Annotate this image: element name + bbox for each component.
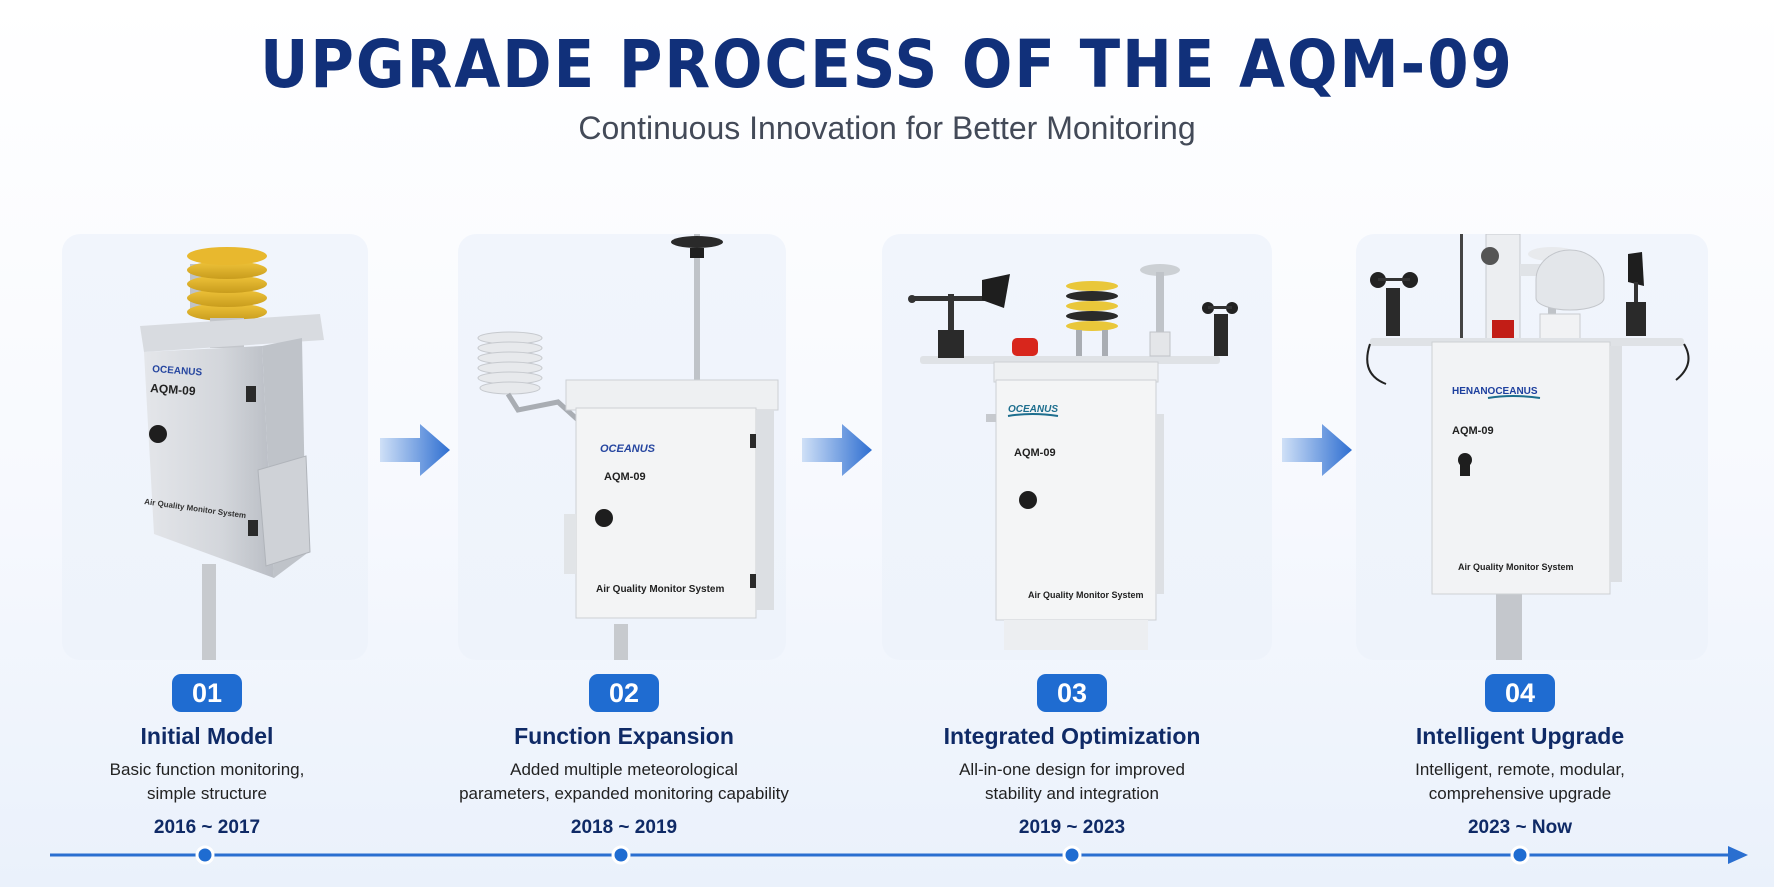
step-1: 01 Initial Model Basic function monitori… [0,674,417,840]
device-image-intelligent-upgrade: HENANOCEANUS AQM-09 Air Quality Monitor … [1366,234,1690,660]
device-label-4: Air Quality Monitor System [1458,562,1574,572]
device-model-4: AQM-09 [1452,425,1494,437]
anemometer-icon [1370,272,1418,336]
step-description: Basic function monitoring, simple struct… [109,760,305,803]
rain-gauge-icon [1140,264,1180,357]
device-brand-4: HENANOCEANUS [1452,386,1538,397]
device-model-2: AQM-09 [604,471,646,483]
timeline-dot-4 [1510,845,1530,865]
radiation-shield-icon [1066,281,1118,356]
device-card-4: HENANOCEANUS AQM-09 Air Quality Monitor … [1356,234,1708,660]
device-image-function-expansion: OCEANUS AQM-09 Air Quality Monitor Syste… [477,234,779,660]
step-title: Integrated Optimization [943,723,1201,749]
step-description: Intelligent, remote, modular, comprehens… [1415,760,1625,803]
radiation-shield-icon [477,331,580,422]
device-card-1: OCEANUS AQM-09 Air Quality Monitor Syste… [62,234,368,660]
timeline [50,845,1748,865]
device-brand-3: OCEANUS [1008,404,1058,415]
step-2: 02 Function Expansion Added multiple met… [414,674,834,840]
step-4: 04 Intelligent Upgrade Intelligent, remo… [1310,674,1730,840]
timeline-dot-2 [611,845,631,865]
device-label-3: Air Quality Monitor System [1028,590,1144,600]
step-description: Added multiple meteorological parameters… [459,760,789,803]
step-date: 2023 ~ Now [1467,817,1573,838]
step-number-badge: 03 [1037,674,1107,712]
wind-vane-icon [908,274,1010,358]
timeline-dot-1 [195,845,215,865]
page-title: UPGRADE PROCESS OF THE AQM-09 [260,26,1514,103]
step-number-badge: 01 [172,674,242,712]
device-brand-1: OCEANUS [152,364,203,378]
device-model-3: AQM-09 [1014,447,1056,459]
timeline-arrowhead-icon [1728,846,1748,864]
arrow-right-icon [802,424,872,476]
device-brand-2: OCEANUS [600,443,656,455]
arrow-right-icon [380,424,450,476]
device-card-3: OCEANUS AQM-09 Air Quality Monitor Syste… [882,234,1272,660]
page-subtitle: Continuous Innovation for Better Monitor… [578,110,1196,146]
step-number-badge: 04 [1485,674,1555,712]
device-card-2: OCEANUS AQM-09 Air Quality Monitor Syste… [458,234,786,660]
step-title: Initial Model [140,723,274,749]
step-3: 03 Integrated Optimization All-in-one de… [862,674,1282,840]
step-title: Function Expansion [514,723,734,749]
arrow-right-icon [1282,424,1352,476]
step-description: All-in-one design for improved stability… [959,760,1185,803]
device-image-initial-model: OCEANUS AQM-09 Air Quality Monitor Syste… [140,247,324,660]
step-number-badge: 02 [589,674,659,712]
step-date: 2018 ~ 2019 [570,817,678,838]
step-date: 2019 ~ 2023 [1018,817,1126,838]
device-image-integrated-optimization: OCEANUS AQM-09 Air Quality Monitor Syste… [908,264,1238,650]
timeline-dot-3 [1062,845,1082,865]
wind-vane-icon [1626,252,1646,336]
device-label-2: Air Quality Monitor System [596,584,724,595]
anemometer-icon [1202,302,1238,356]
rain-gauge-icon [671,234,723,384]
step-title: Intelligent Upgrade [1415,723,1625,749]
step-date: 2016 ~ 2017 [153,817,261,838]
device-model-1: AQM-09 [150,381,197,398]
